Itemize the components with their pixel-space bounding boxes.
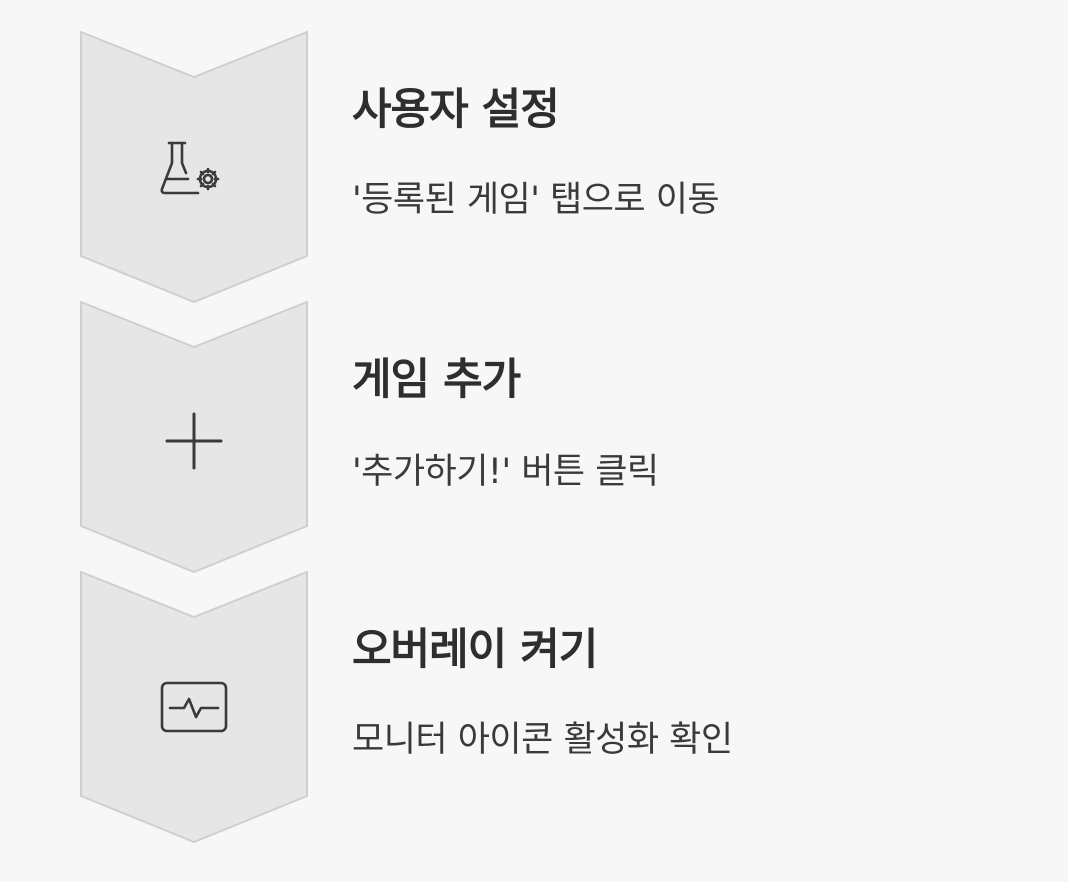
- step-2: 게임 추가 '추가하기!' 버튼 클릭: [0, 301, 1068, 573]
- chevron-shape: [80, 31, 308, 303]
- step-1-chevron: [80, 31, 308, 303]
- step-1-title: 사용자 설정: [352, 85, 560, 135]
- plus-icon: [165, 412, 223, 470]
- step-1-description: '등록된 게임' 탭으로 이동: [352, 180, 720, 220]
- flask-gear-icon: [160, 141, 220, 195]
- step-3-chevron: [80, 571, 308, 843]
- step-3: 오버레이 켜기 모니터 아이콘 활성화 확인: [0, 571, 1068, 843]
- monitor-pulse-icon: [160, 681, 228, 733]
- step-2-description: '추가하기!' 버튼 클릭: [352, 452, 659, 492]
- step-1: 사용자 설정 '등록된 게임' 탭으로 이동: [0, 31, 1068, 303]
- step-2-title: 게임 추가: [352, 355, 521, 405]
- step-3-description: 모니터 아이콘 활성화 확인: [352, 720, 733, 760]
- step-3-title: 오버레이 켜기: [352, 625, 598, 675]
- chevron-shape: [80, 571, 308, 843]
- step-2-chevron: [80, 301, 308, 573]
